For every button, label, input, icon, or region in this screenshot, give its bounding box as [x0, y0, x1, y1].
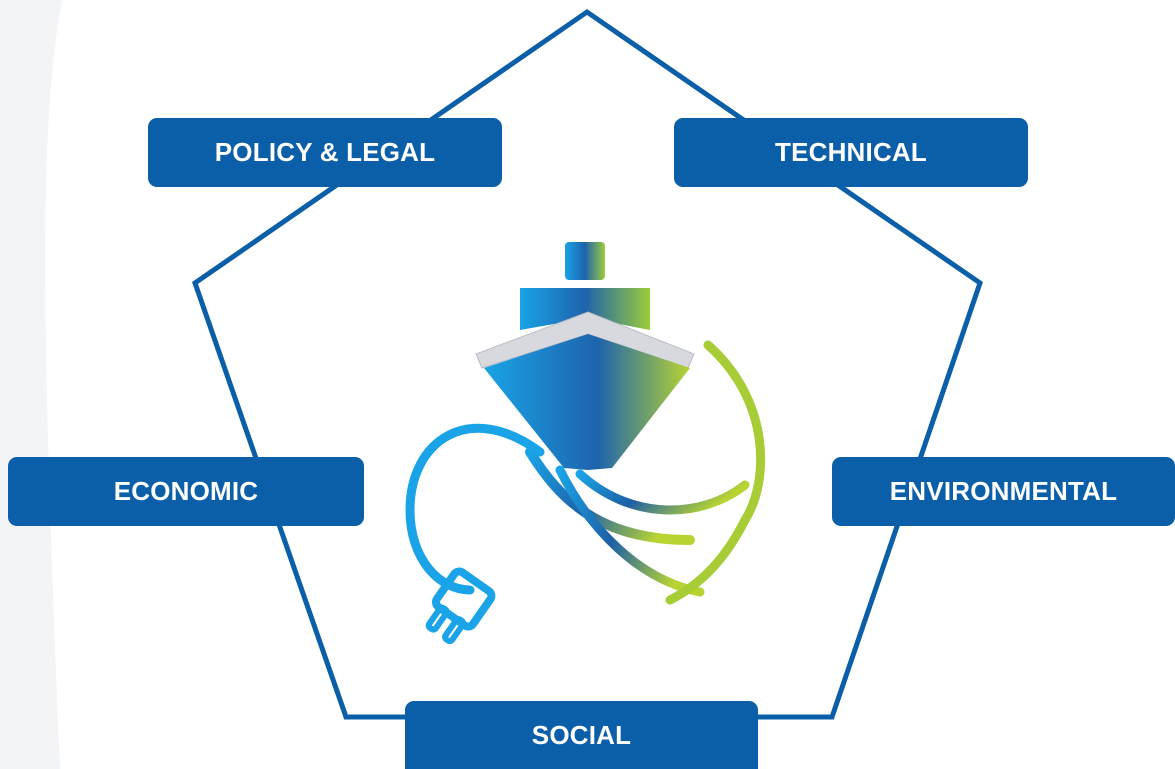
economic-label: ECONOMIC — [8, 457, 364, 526]
policy-legal-label: POLICY & LEGAL — [148, 118, 502, 187]
ship-plug-logo — [405, 242, 766, 645]
technical-label: TECHNICAL — [674, 118, 1028, 187]
environmental-label: ENVIRONMENTAL — [832, 457, 1175, 526]
social-label: SOCIAL — [405, 701, 758, 769]
